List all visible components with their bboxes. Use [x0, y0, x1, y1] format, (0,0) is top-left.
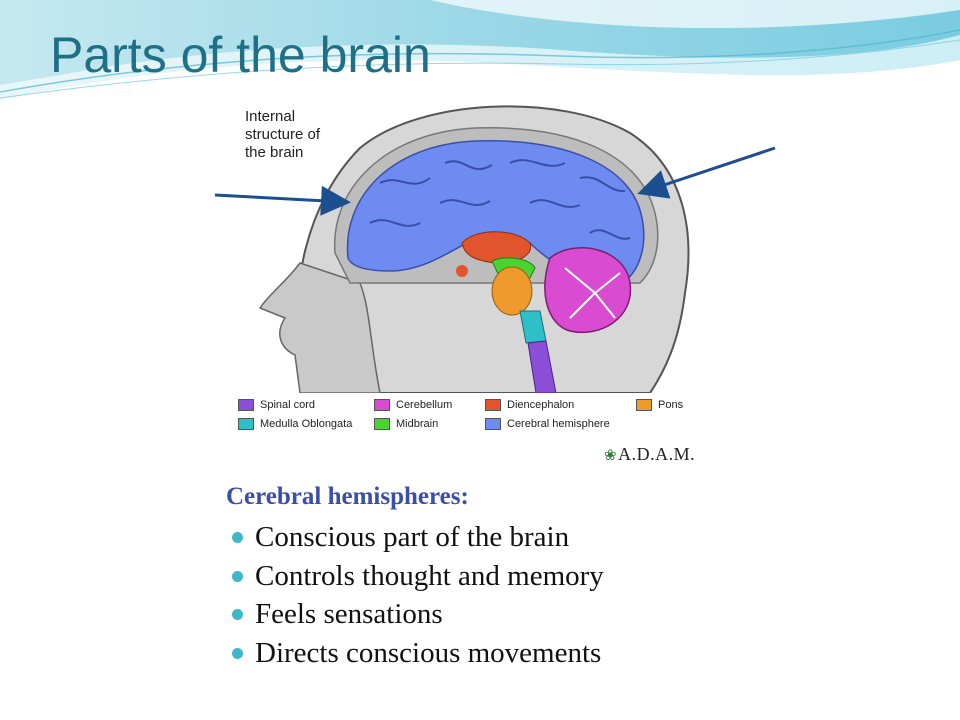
- figure-caption: Internal structure of the brain: [245, 108, 321, 161]
- legend-item-pons: Pons: [636, 398, 683, 412]
- bullet-icon: [232, 570, 243, 582]
- legend-item-diencephalon: Diencephalon: [485, 398, 574, 412]
- diencephalon-region: [461, 231, 532, 264]
- bullet-icon: [232, 647, 243, 659]
- bullet-text: Controls thought and memory: [255, 559, 604, 592]
- leaf-icon: ❀: [604, 448, 618, 464]
- legend-item-cerebellum: Cerebellum: [374, 398, 452, 412]
- legend-label: Pons: [658, 399, 684, 411]
- list-item: Conscious part of the brain: [232, 520, 604, 559]
- adam-logo: ❀A.D.A.M.: [604, 444, 695, 465]
- legend-label: Midbrain: [396, 418, 439, 430]
- legend-swatch: [238, 399, 254, 411]
- brain-illustration: [258, 105, 690, 394]
- legend-item-cerebral-hemisphere: Cerebral hemisphere: [485, 417, 610, 431]
- legend-item-spinal-cord: Spinal cord: [238, 398, 315, 412]
- list-item: Controls thought and memory: [232, 559, 604, 598]
- header-wave-decoration: [0, 0, 960, 100]
- legend-swatch: [636, 399, 652, 411]
- slide-title: Parts of the brain: [50, 27, 431, 83]
- legend-swatch: [374, 399, 390, 411]
- legend-label: Cerebellum: [396, 399, 453, 411]
- legend-swatch: [485, 418, 501, 430]
- legend-label: Cerebral hemisphere: [507, 418, 610, 430]
- list-item: Feels sensations: [232, 597, 604, 636]
- bullet-icon: [232, 609, 243, 620]
- section-heading: Cerebral hemispheres:: [226, 483, 469, 510]
- legend-swatch: [374, 418, 390, 430]
- bullet-text: Directs conscious movements: [255, 636, 602, 669]
- cerebellum-region: [544, 247, 632, 333]
- legend-swatch: [238, 418, 254, 430]
- legend-label: Diencephalon: [507, 399, 575, 411]
- legend-label: Medulla Oblongata: [260, 418, 353, 430]
- legend-label: Spinal cord: [260, 399, 316, 411]
- bullet-icon: [232, 532, 243, 543]
- legend-swatch: [485, 399, 501, 411]
- bullet-text: Conscious part of the brain: [255, 521, 570, 553]
- legend-item-medulla: Medulla Oblongata: [238, 417, 352, 431]
- list-item: Directs conscious movements: [232, 636, 604, 675]
- legend-item-midbrain: Midbrain: [374, 417, 438, 431]
- brain-diagram-image: [230, 93, 698, 468]
- pons-region: [491, 266, 533, 316]
- adam-logo-text: A.D.A.M.: [618, 444, 696, 464]
- bullet-list: Conscious part of the brain Controls tho…: [232, 520, 604, 674]
- bullet-text: Feels sensations: [255, 598, 443, 630]
